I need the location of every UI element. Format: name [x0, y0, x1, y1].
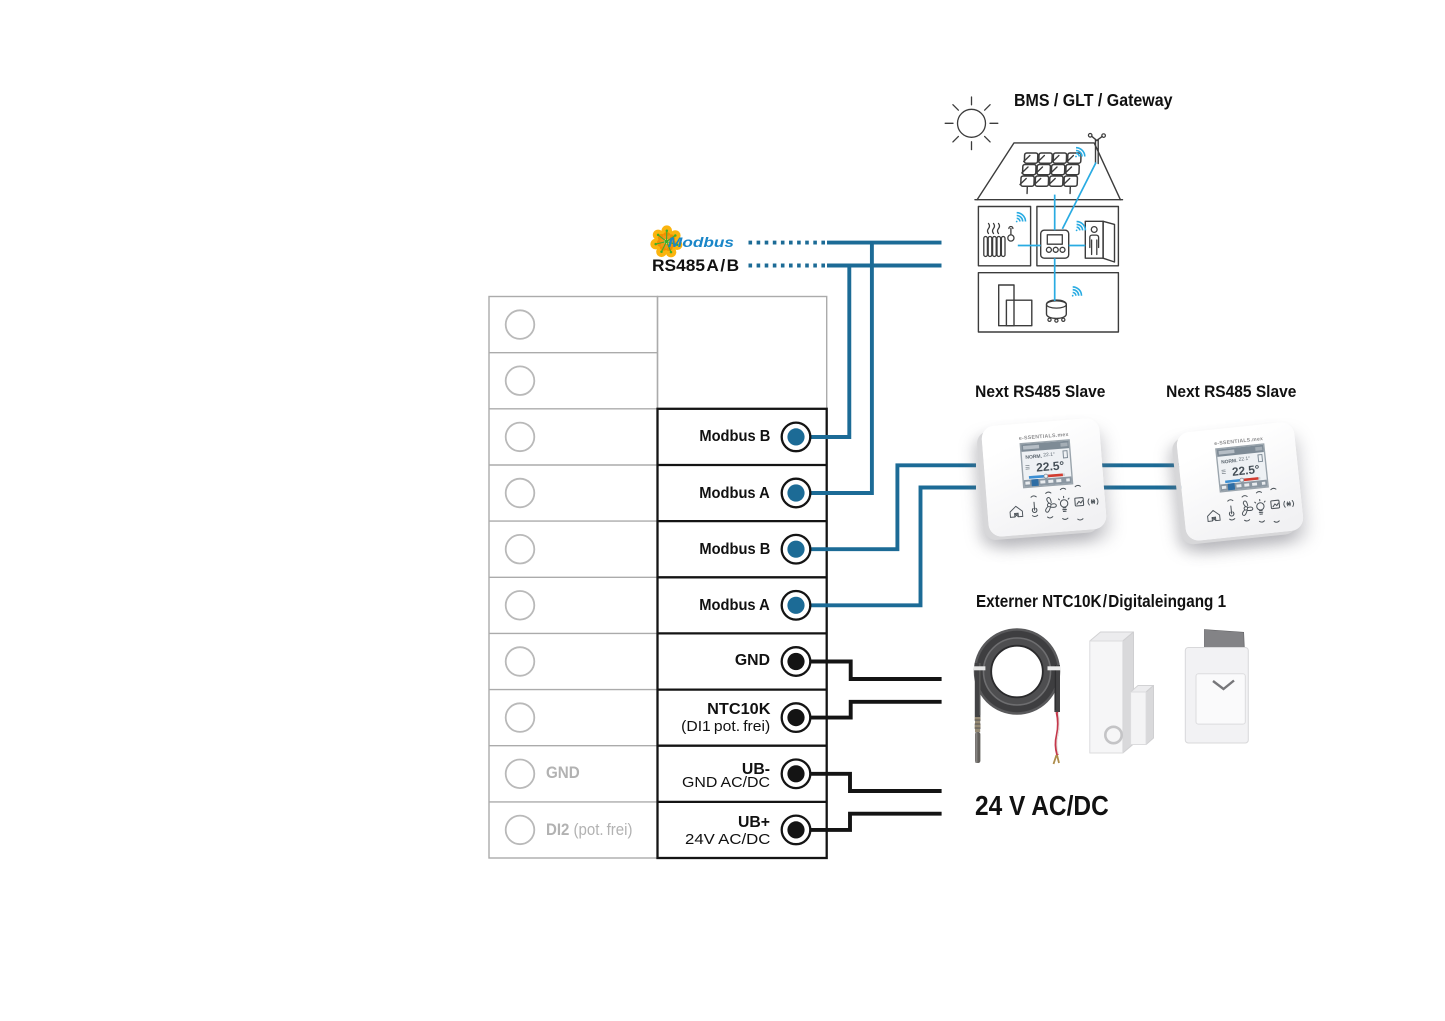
- svg-text:22.5°: 22.5°: [1231, 463, 1260, 479]
- svg-text:Modbus: Modbus: [668, 235, 735, 250]
- svg-text:22.1°: 22.1°: [1238, 456, 1250, 463]
- svg-text:NORM.: NORM.: [1221, 458, 1238, 466]
- svg-text:22.5°: 22.5°: [1036, 458, 1065, 474]
- svg-text:22.1°: 22.1°: [1043, 452, 1055, 459]
- svg-text:NORM.: NORM.: [1025, 454, 1043, 461]
- svg-text:☰: ☰: [1025, 464, 1031, 471]
- svg-text:e-SSENTIALS.mex: e-SSENTIALS.mex: [1019, 432, 1069, 442]
- svg-text:e-SSENTIALS.mex: e-SSENTIALS.mex: [1214, 436, 1264, 447]
- svg-text:☰: ☰: [1221, 470, 1227, 476]
